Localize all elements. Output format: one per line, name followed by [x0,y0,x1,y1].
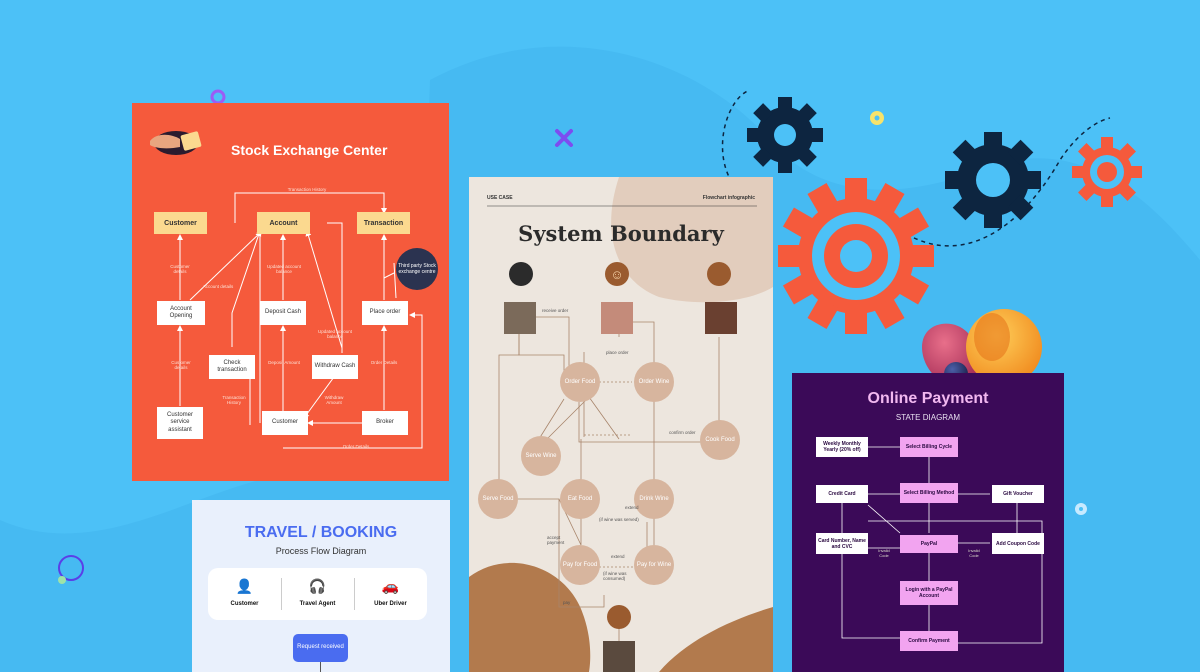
stock-label: Customer details [170,264,190,275]
stock-place-order-box: Place order [362,301,408,325]
chef-icon [707,262,731,286]
use-case-order-food: Order Food [560,362,600,402]
state-add-coupon: Add Coupon Code [992,533,1044,554]
stock-label: Withdraw Amount [324,395,344,406]
stock-broker-box: Broker [362,411,408,435]
stock-label: Transaction History [287,187,327,192]
travel-request-box: Request received [293,634,348,662]
system-label: extend [611,554,625,559]
stock-third-party-circle: Third party Stock exchange centre [396,248,438,290]
travel-actor-driver: Uber Driver [374,601,407,607]
stock-customer-service-box: Customer service assistant [157,407,203,439]
use-case-pay-for-food: Pay for Food [560,545,600,585]
travel-actors-panel: 👤 Customer 🎧 Travel Agent 🚗 Uber Driver [208,568,427,620]
3d-shapes [922,309,1042,388]
system-boundary-card: USE CASE Flowchart infographic System Bo… [469,177,773,672]
stock-customer-box-bottom: Customer [262,411,308,435]
gear-icon [1072,137,1142,207]
travel-actor-agent: Travel Agent [299,601,336,607]
stock-customer-box: Customer [154,212,207,234]
flowchart-subtitle: Flowchart infographic [702,195,755,201]
gear-icon [778,178,934,334]
payment-label: Invalid Code [878,548,890,558]
headset-icon: 🎧 [308,578,327,594]
travel-actor-customer: Customer [230,601,259,607]
use-case-pay-for-wine: Pay for Wine [634,545,674,585]
stock-label: Customer details [171,360,191,371]
system-label: (if wine was served) [599,517,639,522]
cross-deco [555,129,573,147]
payment-subtitle: STATE DIAGRAM [895,413,961,422]
stock-label: Updated account balance [266,264,302,275]
state-card-number: Card Number, Name and CVC [816,533,868,554]
cashier-photo [603,641,635,672]
waiter-photo [504,302,536,334]
travel-booking-card: TRAVEL / BOOKING Process Flow Diagram 👤 … [192,500,450,672]
divider [281,578,282,610]
state-paypal: PayPal [900,535,958,553]
stock-label: Account details [202,284,234,289]
use-case-serve-food: Serve Food [478,479,518,519]
stock-deposit-cash-box: Deposit Cash [260,301,306,325]
travel-connector [320,662,321,672]
stock-account-opening-box: Account Opening [157,301,205,325]
chef-photo [705,302,737,334]
travel-title: TRAVEL / BOOKING [244,524,398,541]
user-icon: 👤 [235,578,254,594]
gear-icon [945,132,1041,228]
stock-label: Order Details [370,360,398,365]
system-label: place order [606,350,629,355]
stock-check-transaction-box: Check transaction [209,355,255,379]
use-case-order-wine: Order Wine [634,362,674,402]
system-label: receive order [542,308,569,313]
online-payment-card: Online Payment STATE DIAGRAM Weekly Mont… [792,373,1064,672]
payment-label: Invalid Code [968,548,980,558]
state-select-billing-method: Select Billing Method [900,483,958,503]
stock-exchange-card: Stock Exchange Center Customer Account T… [132,103,449,481]
state-confirm-payment: Confirm Payment [900,631,958,651]
stock-transaction-box: Transaction [357,212,410,234]
system-label: pay [563,600,571,605]
system-blobs [469,177,773,672]
calculator-icon [607,605,631,629]
car-icon: 🚗 [381,578,400,594]
stock-account-box: Account [257,212,310,234]
payment-connectors [841,446,1043,644]
stock-label: Deposit Amount [268,360,300,365]
customer-photo [601,302,633,334]
system-label: extend [625,505,639,510]
smiley-icon: ☺ [605,262,629,286]
gear-icon [747,97,823,173]
hand-card-icon [150,131,202,155]
state-gift-voucher: Gift Voucher [992,485,1044,503]
use-case-eat-food: Eat Food [560,479,600,519]
state-weekly-monthly: Weekly Monthly Yearly (20% off) [816,437,868,457]
state-select-billing-cycle: Select Billing Cycle [900,437,958,457]
state-login-paypal: Login with a PayPal Account [900,581,958,605]
ring-deco-left [58,555,84,581]
use-case-cook-food: Cook Food [700,420,740,460]
use-case-serve-wine: Serve Wine [521,436,561,476]
system-label: confirm order [669,430,696,435]
wine-icon [509,262,533,286]
stock-label: Order Details [342,444,370,449]
stock-label: Updated account balance [317,329,353,340]
use-case-tag: USE CASE [487,195,513,201]
stock-title: Stock Exchange Center [231,142,388,158]
stock-label: Transaction History [222,395,246,406]
payment-title: Online Payment [867,390,989,407]
system-label: (if wine was consumed) [603,571,627,582]
travel-subtitle: Process Flow Diagram [275,546,367,556]
system-title: System Boundary [518,221,724,246]
state-credit-card: Credit Card [816,485,868,503]
stock-withdraw-cash-box: Withdraw Cash [312,355,358,379]
use-case-drink-wine: Drink Wine [634,479,674,519]
divider [354,578,355,610]
system-label: accept payment [547,535,565,546]
